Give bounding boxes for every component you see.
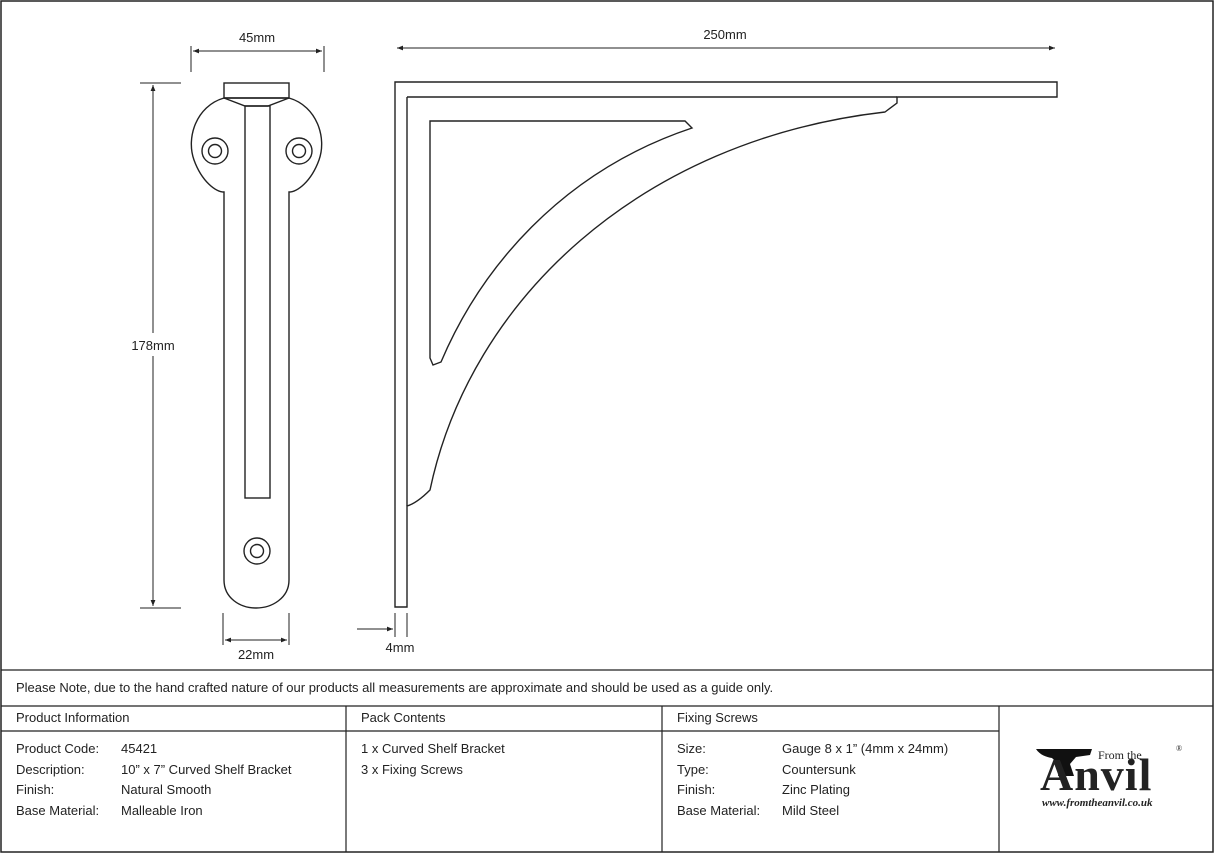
product-info-heading: Product Information xyxy=(16,710,130,725)
screw-material-label: Base Material: xyxy=(677,803,761,818)
side-view xyxy=(394,81,1058,608)
dim-thickness-label: 4mm xyxy=(386,640,415,655)
front-view xyxy=(190,82,323,609)
fixing-screws-heading: Fixing Screws xyxy=(677,710,758,725)
logo-prefix: From the xyxy=(1098,748,1142,762)
pack-contents-heading: Pack Contents xyxy=(361,710,446,725)
front-view-outline xyxy=(190,97,323,609)
logo-registered-mark: ® xyxy=(1176,744,1183,753)
screw-size-label: Size: xyxy=(677,741,706,756)
finish-label: Finish: xyxy=(16,782,55,797)
logo-name: Anvil xyxy=(1040,749,1153,800)
product-code-value: 45421 xyxy=(121,741,158,756)
description-label: Description: xyxy=(16,762,85,777)
screw-size-value: Gauge 8 x 1” (4mm x 24mm) xyxy=(782,741,949,756)
logo-url: www.fromtheanvil.co.uk xyxy=(1042,797,1153,809)
side-view-cutout xyxy=(429,120,694,366)
screw-type-value: Countersunk xyxy=(782,762,856,777)
dim-length-label: 250mm xyxy=(703,27,746,42)
screw-finish-label: Finish: xyxy=(677,782,716,797)
finish-value: Natural Smooth xyxy=(121,782,212,797)
dim-width-bottom-label: 22mm xyxy=(238,647,274,662)
anvil-icon xyxy=(1036,749,1092,776)
screw-finish-value: Zinc Plating xyxy=(782,782,850,797)
side-view-outline xyxy=(394,81,1058,608)
description-value: 10” x 7” Curved Shelf Bracket xyxy=(121,762,292,777)
screw-hole-left xyxy=(201,137,229,165)
base-material-value: Malleable Iron xyxy=(121,803,203,818)
pack-item-bracket: 1 x Curved Shelf Bracket xyxy=(361,741,505,756)
front-view-top-cap xyxy=(223,82,290,99)
product-code-label: Product Code: xyxy=(16,741,100,756)
front-view-bevel xyxy=(223,97,290,107)
measurement-note: Please Note, due to the hand crafted nat… xyxy=(16,680,774,695)
screw-hole-bottom xyxy=(243,537,271,565)
dim-height-label: 178mm xyxy=(131,338,174,353)
base-material-label: Base Material: xyxy=(16,803,100,818)
info-table-grid xyxy=(1,669,1213,852)
front-view-slot xyxy=(244,105,271,499)
screw-type-label: Type: xyxy=(677,762,709,777)
pack-item-screws: 3 x Fixing Screws xyxy=(361,762,463,777)
screw-hole-right xyxy=(285,137,313,165)
screw-material-value: Mild Steel xyxy=(782,803,840,818)
dim-width-top-label: 45mm xyxy=(239,30,275,45)
